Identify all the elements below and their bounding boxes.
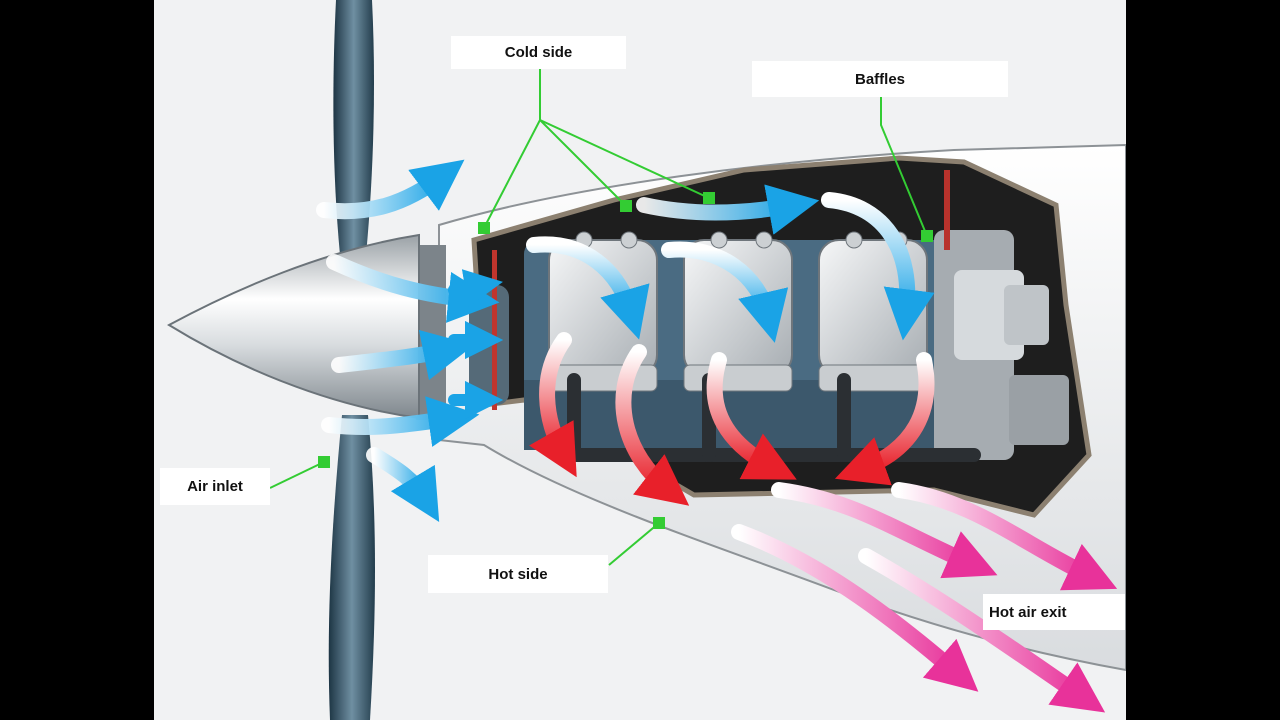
air-inlet-label: Air inlet bbox=[160, 468, 270, 505]
exhaust-air-arrows bbox=[731, 482, 1118, 713]
cold-side-label: Cold side bbox=[451, 36, 626, 69]
baffles-label: Baffles bbox=[752, 61, 1008, 97]
diagram-panel: Cold side Baffles Air inlet Hot side Hot… bbox=[154, 0, 1126, 720]
accessory-case bbox=[934, 170, 1069, 460]
propeller-blade-icon bbox=[328, 0, 375, 720]
leader-lines bbox=[269, 68, 933, 566]
spinner-cone-icon bbox=[166, 233, 446, 420]
hot-side-label: Hot side bbox=[428, 555, 608, 593]
hot-air-exit-label: Hot air exit bbox=[983, 594, 1125, 630]
engine-cylinder-icon bbox=[548, 231, 928, 392]
cold-air-arrows bbox=[316, 159, 935, 522]
hot-air-arrows bbox=[529, 332, 935, 506]
engine-cooling-illustration bbox=[166, 0, 1126, 720]
